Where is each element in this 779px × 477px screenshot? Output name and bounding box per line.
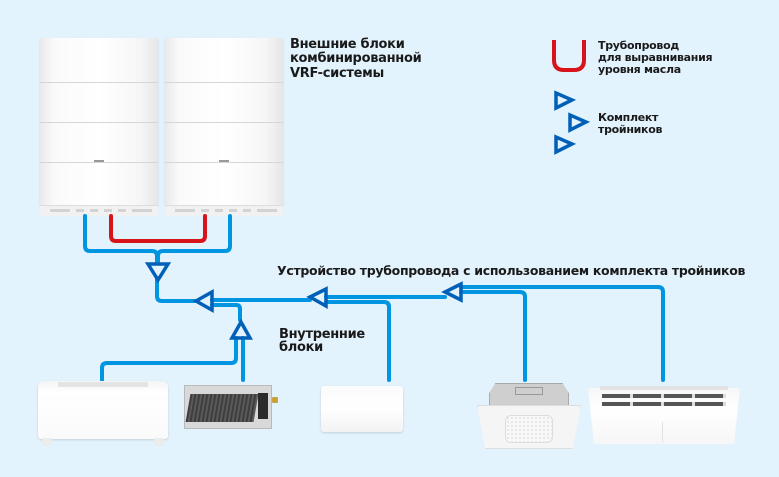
legend-tee-icon-1 xyxy=(554,90,577,111)
indoor-unit-ceiling-floor xyxy=(588,386,740,444)
outdoor-unit-1 xyxy=(40,38,158,216)
main-trunk-pipe xyxy=(155,276,198,303)
pipeline-caption: Устройство трубопровода с использованием… xyxy=(277,263,746,278)
legend-oil-pipe-label: Трубопровод для выравнивания уровня масл… xyxy=(598,39,713,77)
tee-marker-left-3 xyxy=(441,281,463,303)
indoor-branch-left xyxy=(100,336,238,382)
legend-tee-kit-label: Комплект тройников xyxy=(598,111,663,137)
outdoor-pipe-right xyxy=(156,214,232,264)
tee-marker-up xyxy=(229,318,253,340)
legend-oil-pipe-icon xyxy=(552,40,586,72)
indoor-unit-wall-mounted xyxy=(321,386,403,432)
indoor-units-label: Внутренние блоки xyxy=(279,327,365,355)
outdoor-unit-2 xyxy=(165,38,283,216)
oil-equalization-pipe xyxy=(109,214,207,243)
branch-pipe-3 xyxy=(459,290,527,382)
legend-tee-icon-3 xyxy=(554,134,577,155)
indoor-unit-cassette xyxy=(475,383,583,451)
tee-marker-down xyxy=(144,262,172,284)
indoor-unit-floor-console xyxy=(38,381,168,447)
indoor-unit-ducted xyxy=(184,385,280,429)
branch-pipe-4 xyxy=(459,285,665,382)
tee-marker-left-2 xyxy=(306,286,328,309)
tee-marker-left-1 xyxy=(192,289,214,313)
legend-tee-icon-2 xyxy=(568,112,591,133)
outdoor-units-label: Внешние блоки комбинированной VRF-систем… xyxy=(290,37,422,81)
